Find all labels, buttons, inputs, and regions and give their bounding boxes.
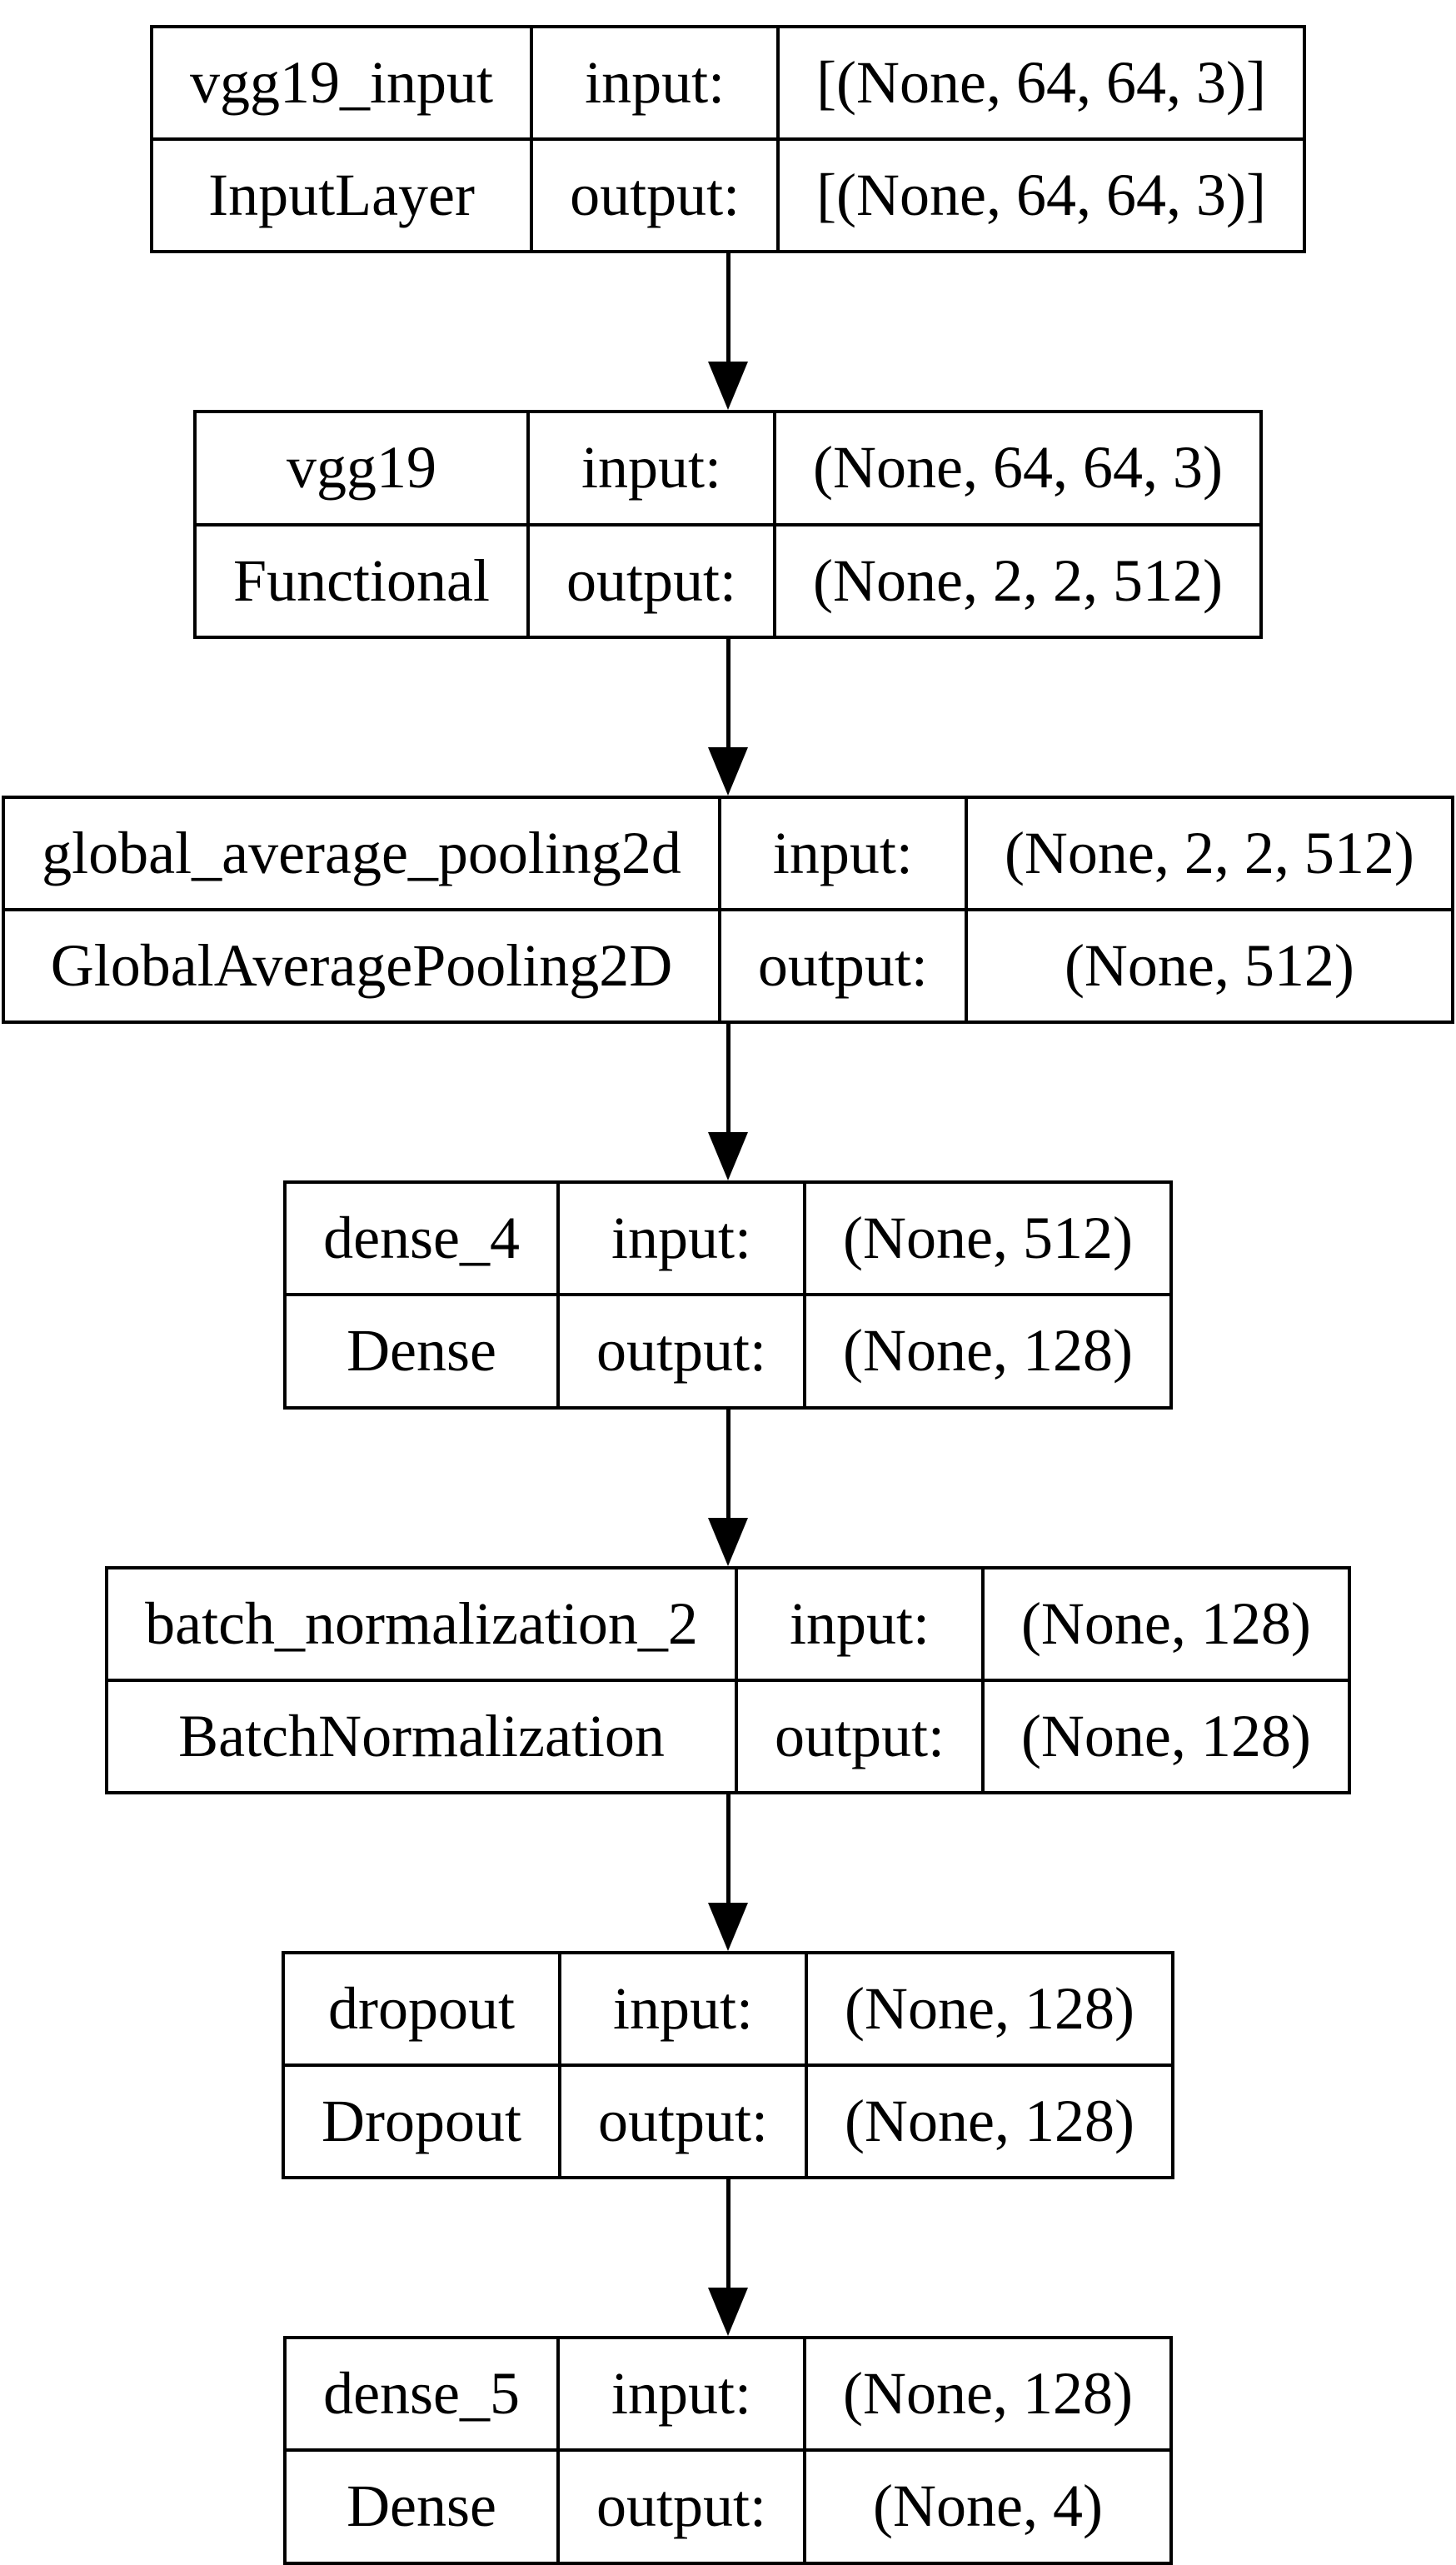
layer-name: dense_4: [283, 1180, 560, 1297]
arrow-down-icon: [708, 746, 748, 796]
layer-node-global-average-pooling2d: global_average_pooling2d input: (None, 2…: [2, 795, 1454, 1025]
layer-type: InputLayer: [150, 137, 534, 254]
layer-type: Dense: [283, 1293, 560, 1410]
output-shape: (None, 4): [803, 2448, 1173, 2565]
output-label: output:: [717, 907, 968, 1025]
layer-type: Dropout: [282, 2063, 562, 2180]
layer-node-batch-normalization-2: batch_normalization_2 input: (None, 128)…: [105, 1565, 1351, 1794]
layer-type: BatchNormalization: [105, 1678, 738, 1794]
input-shape: (None, 64, 64, 3): [773, 410, 1263, 526]
layer-name: global_average_pooling2d: [2, 795, 721, 911]
edge-connector: [708, 1794, 748, 1951]
layer-table: dropout input: (None, 128) Dropout outpu…: [282, 1950, 1174, 2180]
output-label: output:: [734, 1678, 985, 1794]
input-label: input:: [530, 24, 780, 142]
output-shape: (None, 128): [803, 1293, 1173, 1410]
input-shape: (None, 2, 2, 512): [964, 795, 1454, 911]
layer-table: global_average_pooling2d input: (None, 2…: [2, 795, 1454, 1025]
layer-table: dense_4 input: (None, 512) Dense output:…: [283, 1180, 1173, 1410]
layer-name: batch_normalization_2: [105, 1565, 738, 1682]
layer-node-vgg19: vgg19 input: (None, 64, 64, 3) Functiona…: [193, 410, 1263, 639]
input-shape: (None, 512): [803, 1180, 1173, 1297]
edge-line: [726, 638, 730, 747]
layer-table: vgg19_input input: [(None, 64, 64, 3)] I…: [150, 24, 1306, 254]
output-label: output:: [556, 2448, 807, 2565]
output-shape: [(None, 64, 64, 3)]: [776, 137, 1306, 254]
output-shape: (None, 2, 2, 512): [773, 522, 1263, 639]
edge-line: [726, 253, 730, 362]
output-shape: (None, 128): [805, 2063, 1174, 2180]
output-label: output:: [526, 522, 777, 639]
layer-node-dense-5: dense_5 input: (None, 128) Dense output:…: [283, 2336, 1173, 2565]
layer-name: vgg19: [193, 410, 531, 526]
edge-connector: [708, 1409, 748, 1566]
input-label: input:: [526, 410, 777, 526]
input-shape: (None, 128): [805, 1950, 1174, 2068]
output-shape: (None, 128): [980, 1678, 1351, 1794]
arrow-down-icon: [708, 2288, 748, 2337]
input-label: input:: [717, 795, 968, 911]
layer-node-dropout: dropout input: (None, 128) Dropout outpu…: [282, 1950, 1174, 2180]
layer-type: GlobalAveragePooling2D: [2, 907, 721, 1025]
output-shape: (None, 512): [964, 907, 1454, 1025]
arrow-down-icon: [708, 1132, 748, 1181]
layer-table: dense_5 input: (None, 128) Dense output:…: [283, 2336, 1173, 2565]
output-label: output:: [556, 1293, 807, 1410]
input-label: input:: [734, 1565, 985, 1682]
output-label: output:: [530, 137, 780, 254]
arrow-down-icon: [708, 362, 748, 411]
edge-line: [726, 2179, 730, 2288]
layer-name: vgg19_input: [150, 24, 534, 142]
layer-table: vgg19 input: (None, 64, 64, 3) Functiona…: [193, 410, 1263, 639]
edge-connector: [708, 2179, 748, 2337]
input-shape: (None, 128): [980, 1565, 1351, 1682]
input-label: input:: [556, 1180, 807, 1297]
layer-type: Dense: [283, 2448, 560, 2565]
input-label: input:: [558, 1950, 809, 2068]
layer-node-vgg19-input: vgg19_input input: [(None, 64, 64, 3)] I…: [150, 24, 1306, 254]
arrow-down-icon: [708, 1517, 748, 1566]
edge-connector: [708, 253, 748, 411]
layer-name: dropout: [282, 1950, 562, 2068]
arrow-down-icon: [708, 1902, 748, 1951]
layer-node-dense-4: dense_4 input: (None, 512) Dense output:…: [283, 1180, 1173, 1410]
edge-line: [726, 1409, 730, 1518]
edge-line: [726, 1024, 730, 1133]
layer-type: Functional: [193, 522, 531, 639]
edge-connector: [708, 638, 748, 796]
edge-connector: [708, 1024, 748, 1181]
input-shape: (None, 128): [803, 2336, 1173, 2453]
layer-name: dense_5: [283, 2336, 560, 2453]
input-shape: [(None, 64, 64, 3)]: [776, 24, 1306, 142]
output-label: output:: [558, 2063, 809, 2180]
edge-line: [726, 1794, 730, 1903]
input-label: input:: [556, 2336, 807, 2453]
layer-table: batch_normalization_2 input: (None, 128)…: [105, 1565, 1351, 1794]
